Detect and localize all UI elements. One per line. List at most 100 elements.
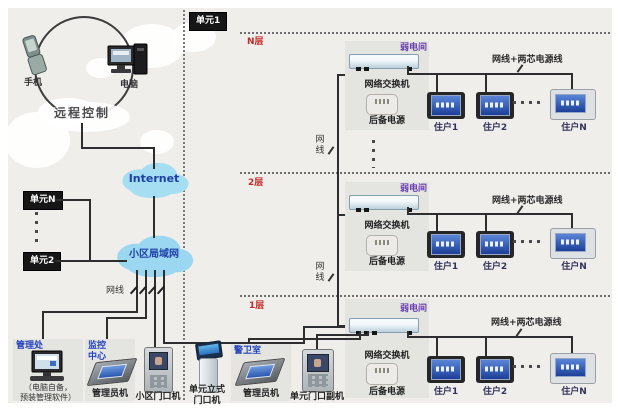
connector-line bbox=[136, 270, 138, 313]
resident-label: 住户N bbox=[561, 123, 587, 133]
connector-line bbox=[89, 199, 91, 262]
switch-port bbox=[364, 208, 369, 212]
switch-label: 网络交换机 bbox=[364, 221, 410, 231]
connector-line bbox=[249, 338, 361, 340]
unit-divider-dashed-line bbox=[183, 10, 185, 400]
connector-line bbox=[81, 147, 155, 149]
indoor-monitor bbox=[427, 92, 465, 119]
connector-line bbox=[407, 207, 409, 215]
unit-sub-door-device bbox=[302, 349, 334, 392]
monitor-screen bbox=[431, 95, 461, 116]
switch-port bbox=[356, 208, 361, 212]
riser-trunk-line bbox=[337, 74, 339, 326]
indoor-monitor bbox=[476, 356, 514, 383]
floors-ellipsis-dots bbox=[372, 140, 375, 168]
connector-line bbox=[485, 213, 487, 233]
connector-line bbox=[407, 66, 409, 75]
indoor-monitor bbox=[427, 356, 465, 383]
monitor-screen bbox=[555, 358, 586, 377]
kiosk-label: 单元立式 门口机 bbox=[188, 385, 225, 406]
backup-power-label: 后备电源 bbox=[368, 116, 405, 126]
backup-power-label: 后备电源 bbox=[368, 257, 405, 267]
connector-line bbox=[317, 334, 369, 336]
lan-cloud: 小区局域网 bbox=[112, 230, 196, 278]
cloud-icon bbox=[117, 235, 194, 278]
switch-port bbox=[407, 208, 412, 212]
riser-cable-label: 网 线 bbox=[315, 262, 325, 283]
switch-port bbox=[356, 67, 361, 71]
connector-line bbox=[485, 336, 487, 357]
resident-label: 住户1 bbox=[433, 387, 459, 397]
connector-line bbox=[316, 334, 318, 350]
resident-label: 住户N bbox=[561, 387, 587, 397]
connector-line bbox=[367, 331, 369, 335]
guard-room-tag: 警卫室 bbox=[234, 346, 262, 356]
cable-label: 网线 bbox=[106, 286, 125, 296]
lan-label: 小区局域网 bbox=[129, 249, 179, 260]
door-keypad bbox=[308, 374, 328, 387]
resident-bus-line bbox=[407, 73, 573, 75]
connector-line bbox=[407, 331, 409, 338]
console-screen bbox=[245, 363, 276, 380]
connector-line bbox=[303, 326, 349, 328]
connector-line bbox=[106, 317, 108, 357]
remote-control-title: 远程控制 bbox=[54, 106, 111, 120]
switch-port bbox=[407, 67, 412, 71]
monitor-center-tag: 监控 中心 bbox=[88, 341, 107, 362]
office-note: （电脑自备， 预装管理软件） bbox=[20, 383, 76, 402]
riser-cable-label: 网 线 bbox=[315, 135, 325, 156]
connector-line bbox=[571, 213, 573, 230]
connector-line bbox=[303, 327, 305, 344]
community-door-station-device bbox=[144, 347, 173, 393]
connector-line bbox=[571, 73, 573, 91]
riser-cable-type-label: 网线+两芯电源线 bbox=[492, 55, 563, 65]
riser-cable-type-label: 网线+两芯电源线 bbox=[492, 196, 563, 206]
kiosk-screen bbox=[198, 343, 220, 356]
network-switch-device bbox=[349, 318, 419, 335]
floor-1-separator-dashed-line bbox=[240, 295, 610, 297]
resident-bus-line bbox=[407, 336, 573, 338]
backup-power-device bbox=[366, 235, 398, 256]
connector-line bbox=[436, 73, 438, 94]
connector-line bbox=[43, 311, 138, 313]
switch-port bbox=[356, 331, 361, 335]
decorative-cloud-blob bbox=[140, 130, 174, 154]
internet-label: Internet bbox=[128, 172, 180, 185]
resident-label: 住户N bbox=[561, 262, 587, 272]
connector-line bbox=[485, 73, 487, 94]
connector-line bbox=[436, 336, 438, 357]
indoor-monitor bbox=[550, 228, 596, 259]
decorative-cloud-blob bbox=[44, 102, 130, 132]
admin-console-label: 管理员机 bbox=[91, 389, 128, 399]
switch-label: 网络交换机 bbox=[364, 351, 410, 361]
floor-1-tag: 1层 bbox=[249, 301, 265, 311]
resident-label: 住户2 bbox=[482, 262, 508, 272]
community-door-label: 小区门口机 bbox=[135, 392, 181, 402]
resident-label: 住户2 bbox=[482, 387, 508, 397]
indoor-monitor bbox=[476, 231, 514, 258]
connector-line bbox=[154, 270, 156, 353]
console-screen bbox=[97, 363, 128, 380]
door-camera-screen bbox=[307, 354, 329, 372]
connector-line bbox=[55, 260, 127, 262]
resident-label: 住户2 bbox=[482, 123, 508, 133]
connector-line bbox=[337, 325, 350, 327]
backup-power-label: 后备电源 bbox=[368, 387, 405, 397]
connector-line bbox=[42, 311, 44, 351]
floor-n-tag: N层 bbox=[247, 37, 264, 47]
switch-port bbox=[364, 67, 369, 71]
connector-line bbox=[107, 317, 147, 319]
monitor-screen bbox=[431, 359, 461, 380]
switch-port bbox=[364, 331, 369, 335]
connector-line bbox=[436, 213, 438, 233]
switch-port bbox=[372, 331, 377, 335]
kiosk-stand-body bbox=[199, 358, 218, 393]
switch-port bbox=[407, 331, 412, 335]
resident-label: 住户1 bbox=[433, 123, 459, 133]
monitor-screen bbox=[555, 94, 586, 113]
management-office-tag: 管理处 bbox=[16, 341, 44, 351]
monitor-screen bbox=[431, 234, 461, 255]
sub-door-label: 单元门口副机 bbox=[289, 392, 344, 402]
mobile-phone-icon bbox=[22, 35, 47, 76]
riser-cable-type-label: 网线+两芯电源线 bbox=[491, 318, 562, 328]
